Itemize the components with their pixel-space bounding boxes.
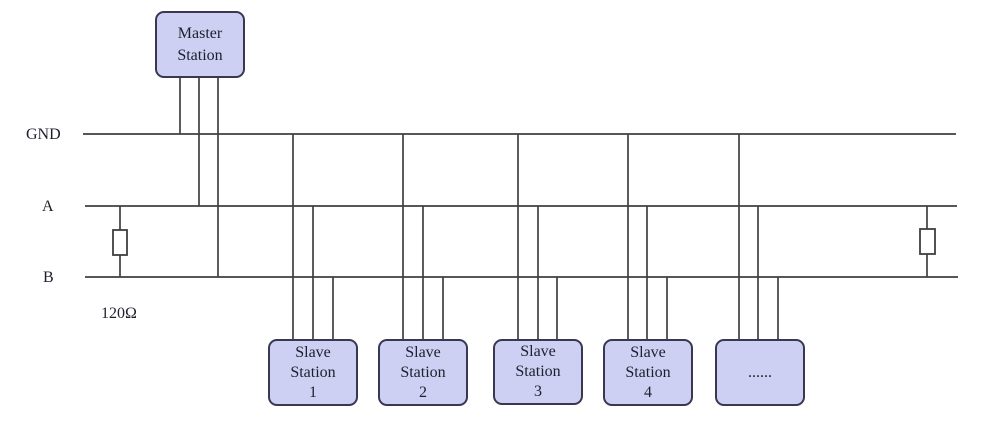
slave1-drop-wires: [292, 134, 334, 340]
master-station-label-line2: Station: [177, 46, 223, 64]
slave-station-4-label-line2: Station: [625, 363, 671, 381]
more-slaves-ellipsis-label: ......: [748, 363, 772, 381]
a-bus-label: A: [42, 198, 54, 215]
slave-station-1-label-line2: Station: [290, 363, 336, 381]
slave-station-3-label-line2: Station: [515, 363, 561, 380]
ellipsis-drop-wires: [738, 134, 779, 340]
slave-station-3-label-line3: 3: [534, 383, 542, 400]
master-station-box: Master Station: [155, 11, 245, 78]
slave-station-2-label-line3: 2: [419, 383, 427, 401]
gnd-bus-label: GND: [26, 126, 61, 143]
master-station-label-line1: Master: [177, 24, 223, 42]
right-terminator-resistor: [919, 228, 936, 255]
slave-station-2-label-line2: Station: [400, 363, 446, 381]
slave-station-4-label-line3: 4: [644, 383, 652, 401]
slave-station-2-box: Slave Station 2: [378, 339, 468, 406]
b-bus-label: B: [43, 269, 54, 286]
slave-station-1-label-line1: Slave: [295, 343, 331, 361]
slave3-drop-wires: [517, 134, 558, 340]
slave-station-4-label-line1: Slave: [630, 343, 666, 361]
right-terminator: [919, 206, 936, 277]
slave2-drop-wires: [402, 134, 444, 340]
left-terminator-resistor: [112, 229, 128, 256]
bus-lines: [83, 133, 958, 278]
slave-station-4-box: Slave Station 4: [603, 339, 693, 406]
slave-station-3-label-line1: Slave: [520, 343, 556, 360]
slave-station-3-box: Slave Station 3: [493, 339, 583, 405]
slave-station-1-box: Slave Station 1: [268, 339, 358, 406]
left-terminator: [112, 206, 128, 277]
slave-station-1-label-line3: 1: [309, 383, 317, 401]
slave4-drop-wires: [627, 134, 668, 340]
slave-station-2-label-line1: Slave: [405, 343, 441, 361]
termination-resistance-label: 120Ω: [101, 305, 137, 322]
more-slaves-ellipsis-box: ......: [715, 339, 805, 406]
master-drop-wires: [179, 77, 219, 277]
